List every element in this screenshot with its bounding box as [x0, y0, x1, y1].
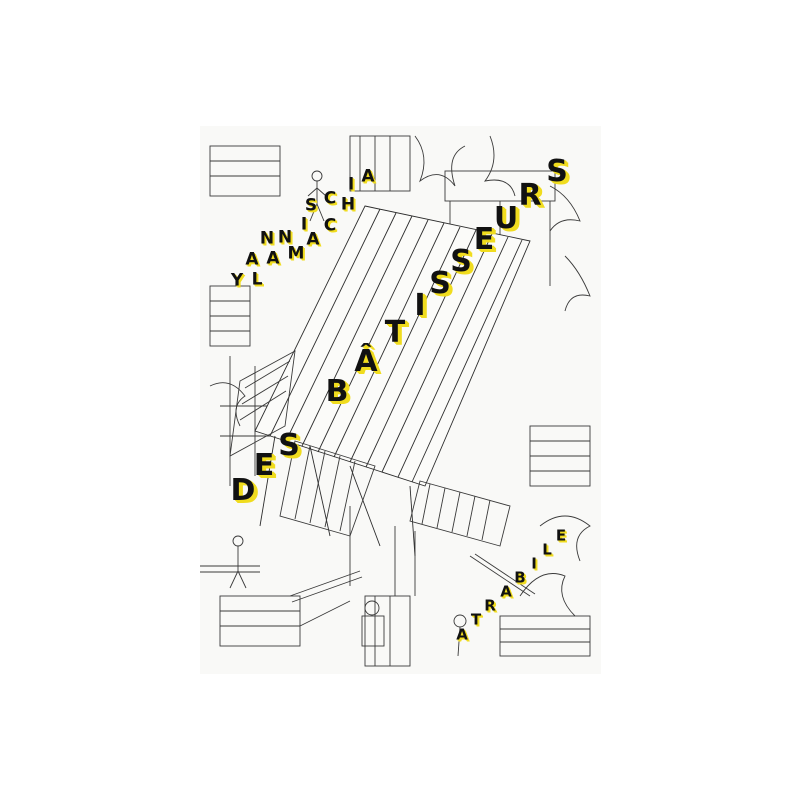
author-letter: A	[245, 249, 259, 270]
publisher-letter: B	[514, 568, 526, 587]
corrugated-roof-drawing	[254, 205, 531, 557]
author-letter: C	[323, 215, 337, 236]
publisher-letter: E	[555, 526, 567, 545]
author-letter: C	[323, 188, 337, 209]
title-letter: S	[429, 266, 451, 301]
author-letter: Y	[230, 270, 244, 291]
title-letter: B	[325, 374, 349, 409]
book-cover: Y L A A N N M A I S C C H I A D E S B Â …	[200, 126, 601, 674]
title-letter: I	[414, 288, 426, 323]
author-letter: A	[306, 229, 320, 250]
author-letter: A	[361, 166, 375, 187]
title-letter: D	[230, 473, 256, 508]
author-letter: I	[300, 214, 308, 235]
publisher-letter: I	[531, 554, 537, 573]
scaffolding-drawing	[209, 135, 591, 667]
worker-figures-drawing	[229, 170, 467, 657]
publisher-letter: L	[542, 540, 552, 559]
title-letter: E	[473, 222, 495, 257]
title-letter: T	[384, 315, 406, 350]
lean-to-roof-drawing	[229, 350, 511, 547]
publisher-letter: A	[456, 625, 468, 644]
publisher-letter: A	[500, 582, 512, 601]
publisher-letter: T	[470, 610, 482, 629]
title-letter: S	[278, 428, 300, 463]
title-letter: R	[518, 178, 542, 213]
author-letter: L	[251, 269, 263, 290]
title-letter: Â	[354, 344, 378, 379]
title-letter: U	[493, 201, 519, 236]
title-letter: S	[450, 244, 472, 279]
author-letter: A	[266, 248, 280, 269]
lumber-drawing	[200, 553, 536, 627]
author-letter: I	[347, 174, 355, 195]
author-letter: N	[259, 228, 275, 249]
author-letter: H	[340, 194, 356, 215]
author-letter: M	[287, 243, 305, 264]
publisher-letter: R	[484, 596, 496, 615]
author-letter: S	[304, 195, 318, 216]
author-letter: N	[277, 227, 293, 248]
foliage-drawing	[209, 135, 591, 617]
title-letter: E	[253, 448, 275, 483]
line-drawing-illustration	[200, 135, 591, 667]
title-letter: S	[546, 154, 568, 189]
